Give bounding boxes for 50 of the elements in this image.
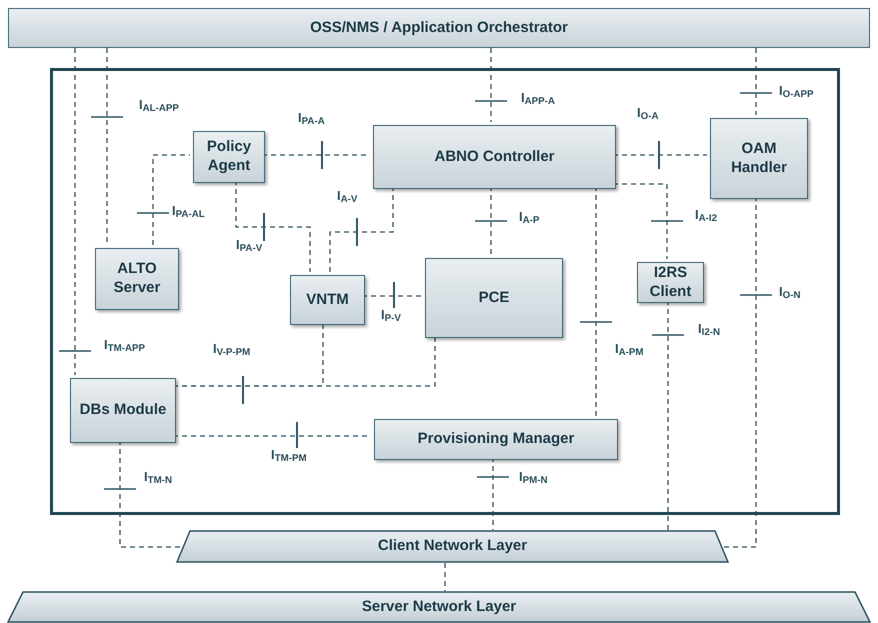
component-box <box>95 248 179 310</box>
interface-connector <box>755 48 757 115</box>
component-box <box>425 258 563 338</box>
component-box <box>70 378 176 443</box>
node-label: Client Network Layer <box>378 537 528 556</box>
edge-label: I$_{V-P-PM}$ <box>212 342 252 355</box>
node-label: I2RS Client <box>648 264 692 302</box>
component-box <box>637 262 704 303</box>
component-box <box>710 118 808 199</box>
orchestrator-band <box>8 8 870 48</box>
component-box <box>193 131 265 183</box>
edge-label: I$_{O-A}$ <box>636 106 660 119</box>
edge-label: I$_{PA-V}$ <box>235 238 264 251</box>
node-label: PCE <box>478 288 510 308</box>
node-label: OAM Handler <box>730 140 788 178</box>
edge-label: I$_{TM-APP}$ <box>103 338 146 351</box>
component-box <box>373 125 616 189</box>
edge-label: I$_{PA-A}$ <box>297 111 326 124</box>
node-label: Provisioning Manager <box>418 430 574 449</box>
edge-label: I$_{A-P}$ <box>518 210 540 223</box>
interface-connector <box>152 154 190 245</box>
edge-label: I$_{A-PM}$ <box>614 342 645 355</box>
node-label: DBs Module <box>80 401 166 420</box>
node-label: OSS/NMS / Application Orchestrator <box>310 18 568 38</box>
network-layer-band <box>8 591 870 623</box>
edge-label: I$_{O-APP}$ <box>778 84 815 97</box>
edge-label: I$_{AL-APP}$ <box>138 98 180 111</box>
edge-label: I$_{PM-N}$ <box>518 470 549 483</box>
interface-connector <box>106 48 108 245</box>
network-layer-band <box>177 530 728 563</box>
component-box <box>374 419 618 460</box>
interface-connector <box>444 563 446 591</box>
node-label: VNTM <box>306 290 349 310</box>
edge-label: I$_{A-V}$ <box>336 189 358 202</box>
interface-connector <box>74 48 76 375</box>
edge-label: I$_{A-I2}$ <box>694 208 718 221</box>
edge-label: I$_{O-N}$ <box>778 285 802 298</box>
edge-label: I$_{I2-N}$ <box>697 322 722 335</box>
edge-label: I$_{APP-A}$ <box>520 91 556 104</box>
abno-frame <box>50 68 840 515</box>
component-box <box>290 275 365 325</box>
node-label: ALTO Server <box>112 260 162 298</box>
node-label: Policy Agent <box>206 138 252 176</box>
edge-label: I$_{P-V}$ <box>380 308 402 321</box>
edge-label: I$_{PA-AL}$ <box>171 204 206 217</box>
interface-connector <box>490 48 492 122</box>
node-label: Server Network Layer <box>362 598 516 616</box>
edge-label: I$_{TM-PM}$ <box>270 448 308 461</box>
node-label: ABNO Controller <box>434 148 554 166</box>
edge-label: I$_{TM-N}$ <box>143 470 173 483</box>
